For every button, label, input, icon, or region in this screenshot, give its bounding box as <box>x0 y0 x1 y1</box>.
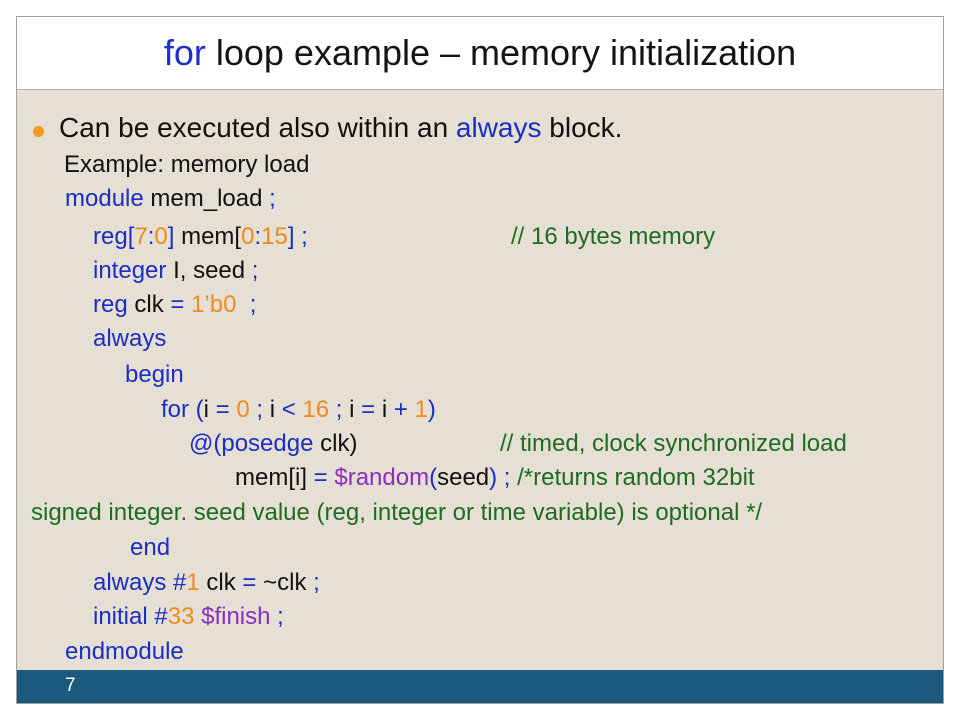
code-token: $finish <box>201 603 278 630</box>
code-token: : <box>254 223 262 250</box>
code-token: initial <box>93 603 155 630</box>
footer-bar: 7 <box>17 670 943 703</box>
code-line-endmodule: endmodule <box>65 637 184 667</box>
code-token: clk) <box>320 430 358 457</box>
code-token: 15 <box>261 223 288 250</box>
code-token: 1 <box>186 569 207 596</box>
code-token: ; <box>256 396 270 423</box>
code-token: ; <box>313 569 320 596</box>
bullet-text: Can be executed also within an always bl… <box>59 111 622 145</box>
code-line-mem-assign: mem[i] = $random(seed) ; /*returns rando… <box>235 463 755 493</box>
code-token: 0 <box>236 396 257 423</box>
title-keyword: for <box>163 32 206 73</box>
code-token: 1’b0 <box>191 291 250 318</box>
title-area: for loop example – memory initialization <box>17 17 943 90</box>
code-token: 0 <box>154 223 168 250</box>
code-token: = <box>215 396 237 423</box>
code-line-always: always <box>93 324 166 354</box>
code-token: end <box>130 534 171 561</box>
code-token: i <box>269 396 282 423</box>
code-token: for ( <box>161 396 204 423</box>
code-token: // 16 bytes memory <box>511 223 716 250</box>
code-token: Example: memory load <box>64 151 310 178</box>
code-comment-timed: // timed, clock synchronized load <box>500 429 847 459</box>
code-token: : <box>147 223 155 250</box>
code-token: 33 <box>167 603 202 630</box>
code-comment-memory: // 16 bytes memory <box>511 222 715 252</box>
code-token: $random <box>334 464 430 491</box>
code-token: + <box>393 396 415 423</box>
slide-title: for loop example – memory initialization <box>164 32 796 74</box>
code-token: always <box>93 569 174 596</box>
code-token: I, seed <box>173 257 252 284</box>
code-line-initial: initial #33 $finish ; <box>93 602 284 632</box>
code-token: < <box>281 396 303 423</box>
code-token: clk <box>134 291 171 318</box>
code-line-reg-clk: reg clk = 1’b0 ; <box>93 290 256 320</box>
content-area: Can be executed also within an always bl… <box>17 90 943 670</box>
code-token: ; <box>249 291 257 318</box>
code-token: = <box>313 464 335 491</box>
code-token: always <box>93 325 167 352</box>
code-token: @(posedge <box>189 430 321 457</box>
bullet-dot-icon <box>33 126 44 137</box>
page-number: 7 <box>65 675 76 696</box>
code-token: ( <box>429 464 438 491</box>
code-token: i <box>203 396 216 423</box>
code-token: ~clk <box>263 569 314 596</box>
code-token: 16 <box>302 396 336 423</box>
code-token: ) <box>427 396 436 423</box>
code-token: # <box>154 603 168 630</box>
code-token: reg[ <box>93 223 135 250</box>
example-heading: Example: memory load <box>64 150 309 180</box>
code-line-begin: begin <box>125 360 184 390</box>
code-line-integer: integer I, seed ; <box>93 256 258 286</box>
code-token: ; <box>269 185 276 212</box>
code-token: ; <box>335 396 350 423</box>
code-line-end: end <box>130 533 170 563</box>
code-line-for: for (i = 0 ; i < 16 ; i = i + 1) <box>161 395 436 425</box>
code-token: clk <box>206 569 243 596</box>
code-token: begin <box>125 361 184 388</box>
code-token: signed integer. seed value (reg, integer… <box>31 499 763 526</box>
code-token: block. <box>541 112 623 143</box>
code-token: = <box>242 569 264 596</box>
code-line-always-clk: always #1 clk = ~clk ; <box>93 568 320 598</box>
code-comment-wrap: signed integer. seed value (reg, integer… <box>31 498 762 528</box>
code-token: i <box>381 396 394 423</box>
code-line-posedge: @(posedge clk) <box>189 429 357 459</box>
code-token: # <box>173 569 187 596</box>
code-token: ] ; <box>287 223 308 250</box>
code-token: ] <box>167 223 182 250</box>
code-line-reg-mem: reg[7:0] mem[0:15] ; <box>93 222 308 252</box>
code-token: 0 <box>241 223 255 250</box>
code-token: module <box>65 185 151 212</box>
code-token: 1 <box>414 396 428 423</box>
code-line-module: module mem_load ; <box>65 184 276 214</box>
code-token: 7 <box>134 223 148 250</box>
code-token: = <box>361 396 382 423</box>
code-token: i <box>349 396 362 423</box>
code-token: ; <box>251 257 259 284</box>
code-token: mem_load <box>150 185 270 212</box>
code-token: ) ; <box>489 464 518 491</box>
code-token: = <box>170 291 192 318</box>
code-token: ; <box>277 603 284 630</box>
slide: for loop example – memory initialization… <box>16 16 944 704</box>
code-token: mem[ <box>181 223 242 250</box>
code-token: // timed, clock synchronized load <box>500 430 847 457</box>
code-token: Can be executed also within an <box>59 112 456 143</box>
code-token: /*returns random 32bit <box>517 464 755 491</box>
code-token: integer <box>93 257 174 284</box>
code-token: mem[i] <box>235 464 314 491</box>
code-token: endmodule <box>65 638 184 665</box>
code-token: always <box>455 112 542 143</box>
code-token: seed <box>437 464 490 491</box>
title-rest: loop example – memory initialization <box>205 32 797 73</box>
code-token: reg <box>93 291 135 318</box>
